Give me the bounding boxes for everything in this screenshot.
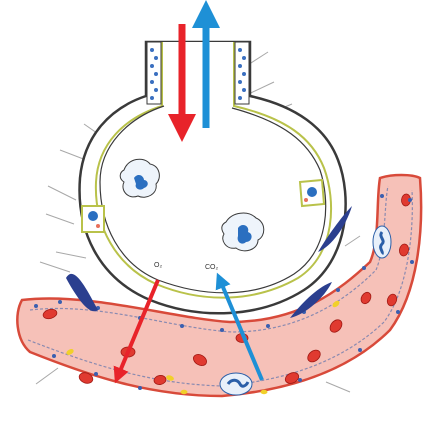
carbon-dioxide-label: CO₂: [205, 264, 219, 271]
alveolus: [80, 42, 346, 313]
white-blood-cell: [373, 226, 391, 258]
oxygen-label: O₂: [154, 262, 162, 269]
type-ii-pneumocyte: [300, 180, 324, 206]
alveolar-macrophage: [120, 159, 159, 197]
white-blood-cell: [220, 373, 252, 395]
yellow-particle: [261, 390, 268, 394]
yellow-particle: [181, 390, 188, 394]
type-ii-pneumocyte: [82, 206, 104, 232]
